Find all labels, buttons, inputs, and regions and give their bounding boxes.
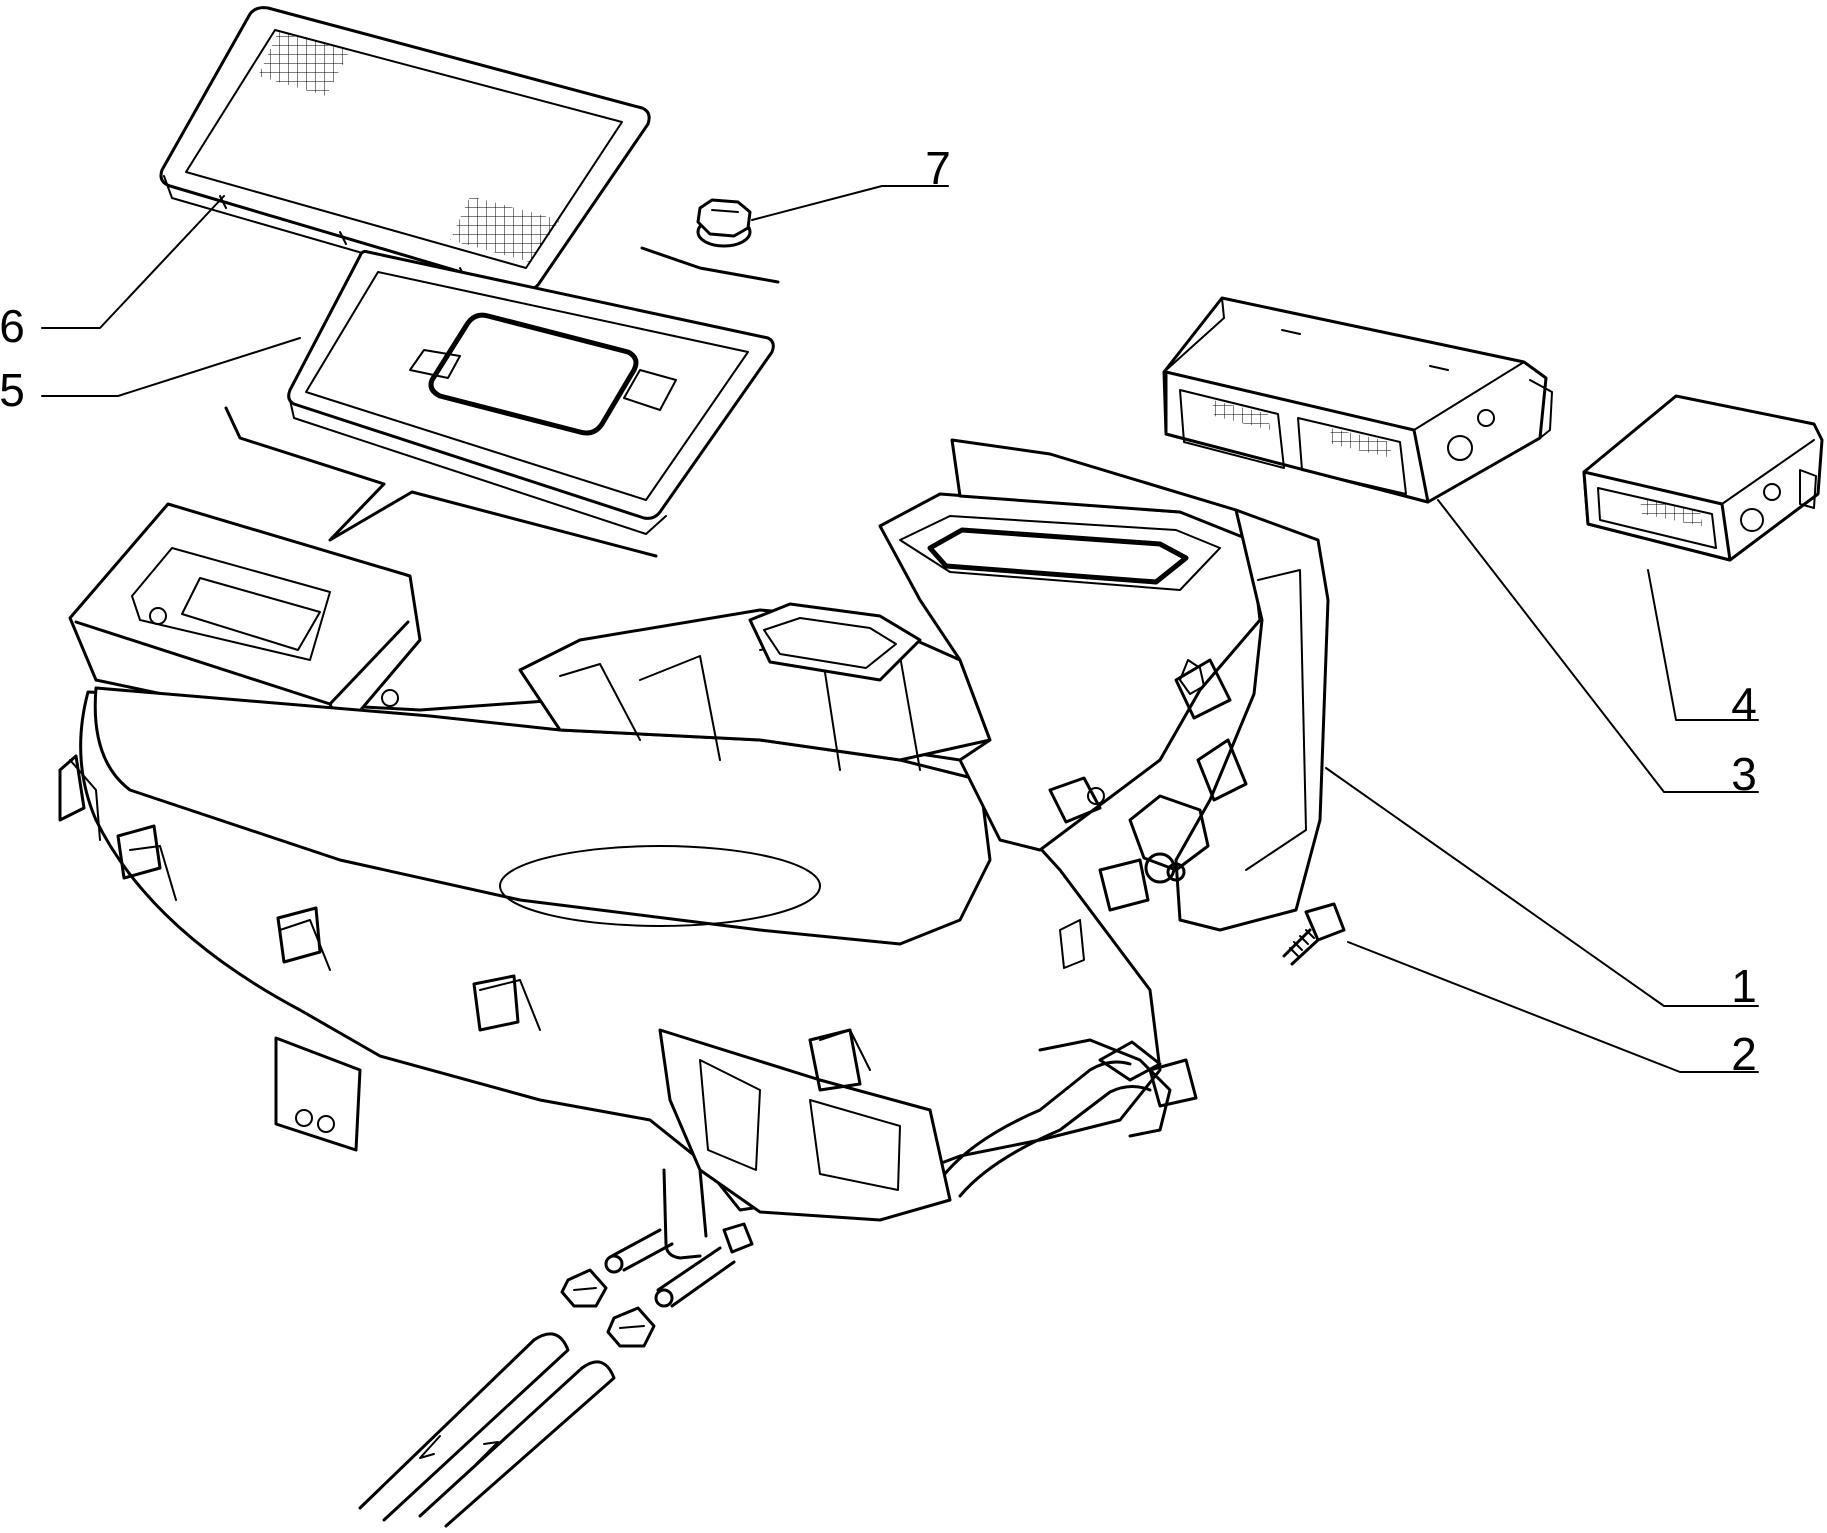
callout-label-5: 5 (0, 364, 25, 416)
part-3-dual-outlet-vent (1162, 296, 1553, 504)
leader-7 (751, 185, 949, 221)
callout-label-1: 1 (1731, 960, 1757, 1012)
leader-lines (41, 185, 1759, 1073)
part-6-filter-cover (159, 6, 651, 301)
callout-labels: 6 5 7 4 3 1 2 (0, 142, 1757, 1080)
part-4-single-outlet-vent (1582, 394, 1824, 562)
part-7-nut (696, 198, 752, 248)
part-5-filter-tray (287, 250, 775, 535)
leader-1 (1325, 767, 1759, 1007)
callout-label-3: 3 (1731, 748, 1757, 800)
assembly-indicator-lines (224, 246, 780, 558)
callout-label-4: 4 (1731, 678, 1757, 730)
callout-label-6: 6 (0, 300, 25, 352)
leader-6 (41, 195, 225, 329)
part-1-heater-housing (58, 438, 1330, 1308)
leader-4 (1647, 569, 1759, 721)
leader-3 (1437, 499, 1759, 793)
part-2-bolt (1282, 902, 1346, 966)
leader-5 (41, 337, 301, 397)
callout-label-2: 2 (1731, 1028, 1757, 1080)
callout-label-7: 7 (925, 142, 951, 194)
leader-2 (1347, 941, 1759, 1073)
hose-clamps-and-hoses (358, 1268, 656, 1528)
